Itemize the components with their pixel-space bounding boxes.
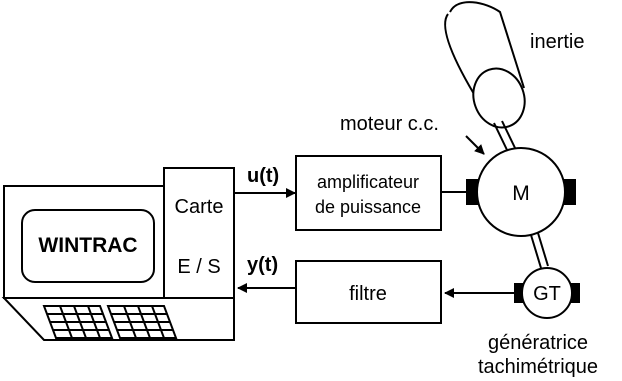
motor-terminal-right bbox=[564, 179, 576, 205]
tachometer-symbol: GT bbox=[533, 283, 561, 305]
tachometer-label-line1: génératrice bbox=[488, 332, 588, 354]
signal-u-label: u(t) bbox=[247, 165, 279, 187]
screen-label: WINTRAC bbox=[38, 234, 137, 257]
io-card-label-line2: E / S bbox=[177, 256, 220, 278]
io-card: Carte E / S bbox=[163, 167, 235, 299]
motor-terminal-left bbox=[466, 179, 478, 205]
computer-base bbox=[1, 297, 235, 341]
keyboard-left bbox=[42, 305, 114, 339]
tachometer-label-line2: tachimétrique bbox=[478, 356, 598, 378]
tachometer: GT bbox=[514, 267, 580, 319]
motor-shaft-bottom bbox=[530, 232, 549, 269]
tachometer-terminal-right bbox=[571, 283, 580, 303]
amplifier-label-line2: de puissance bbox=[315, 197, 421, 217]
amplifier-block: amplificateur de puissance bbox=[295, 155, 442, 231]
filter-label: filtre bbox=[349, 283, 387, 305]
motor: M bbox=[466, 147, 576, 237]
io-card-label-line1: Carte bbox=[175, 196, 224, 218]
inertia-label: inertie bbox=[530, 31, 584, 53]
signal-y-label: y(t) bbox=[247, 254, 278, 276]
computer-screen bbox=[21, 209, 155, 283]
motor-symbol: M bbox=[512, 182, 530, 205]
keyboard bbox=[42, 305, 178, 339]
computer: WINTRAC bbox=[1, 185, 235, 341]
amplifier-label-line1: amplificateur bbox=[317, 172, 419, 192]
filter-block: filtre bbox=[295, 260, 442, 324]
motor-shaft-top bbox=[493, 120, 517, 153]
motor-label-pointer bbox=[465, 135, 485, 155]
tachometer-terminal-left bbox=[514, 283, 523, 303]
keyboard-right bbox=[106, 305, 178, 339]
motor-label: moteur c.c. bbox=[340, 113, 439, 135]
inertia-cylinder bbox=[444, 1, 526, 129]
